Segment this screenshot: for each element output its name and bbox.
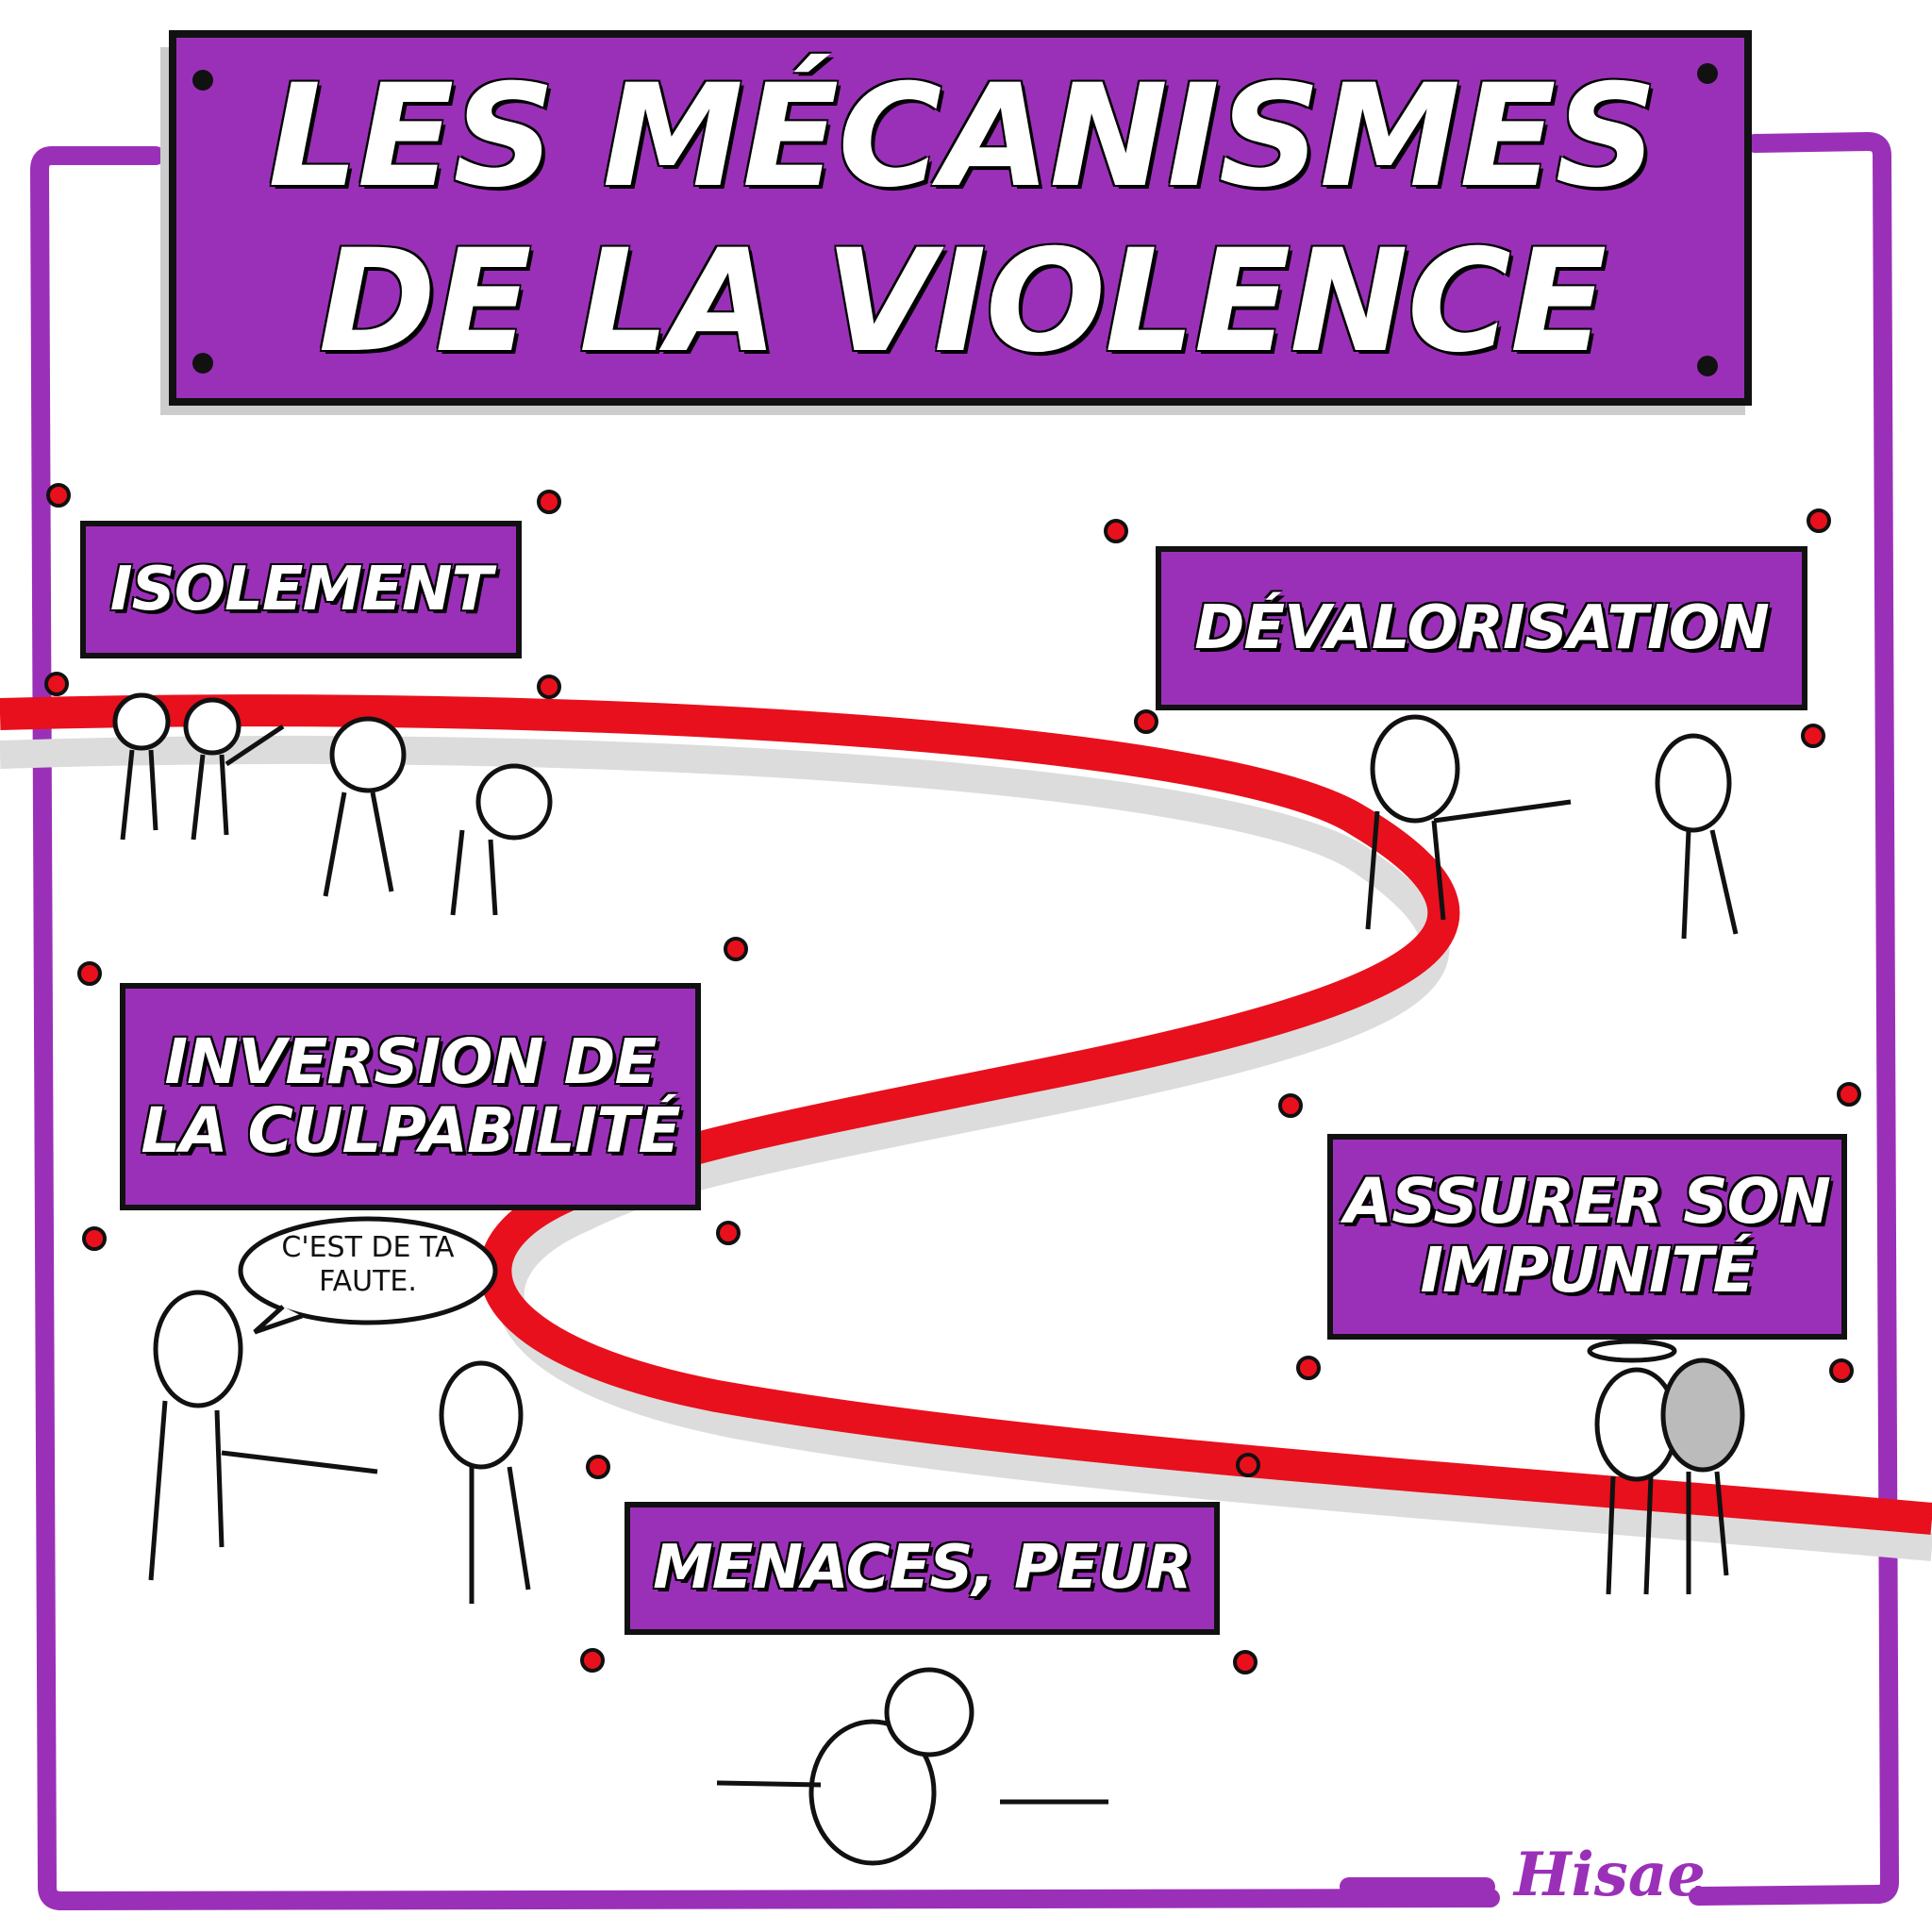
figure-aggressor-1 <box>323 716 407 897</box>
stage-banners <box>80 521 1847 1635</box>
figure-victim-1 <box>450 763 553 916</box>
stage-inversion-culpabilite: INVERSION DE LA CULPABILITÉ <box>141 1024 680 1167</box>
banner-menaces <box>625 1502 1220 1635</box>
title-line-1: LES MÉCANISMES <box>268 54 1657 219</box>
figure-devil <box>1660 1357 1745 1594</box>
title-banner-rivets <box>192 63 1718 376</box>
figure-victim-2 <box>1655 733 1739 940</box>
figure-victim-3 <box>439 1360 531 1604</box>
stage-devalorisation: DÉVALORISATION <box>1194 592 1770 663</box>
purple-frame <box>29 131 1900 1911</box>
road-shadow <box>0 735 1932 1561</box>
road <box>0 694 1932 1535</box>
figure-fearful <box>716 1667 1108 1866</box>
stage-assurer-impunite: ASSURER SON IMPUNITÉ <box>1344 1165 1831 1307</box>
speech-bubble-text: C'EST DE TA FAUTE. <box>281 1231 455 1298</box>
speech-bubble-tail <box>253 1305 303 1335</box>
title-line-2: DE LA VIOLENCE <box>318 219 1607 384</box>
stage-menaces-peur: MENACES, PEUR <box>653 1533 1192 1604</box>
stick-figures <box>112 692 1745 1866</box>
title-banner <box>169 30 1752 406</box>
banner-isolement <box>80 521 522 658</box>
figure-angel <box>1587 1339 1679 1595</box>
speech-bubble-shape <box>238 1216 498 1325</box>
banner-pins <box>44 483 1861 1674</box>
stage-isolement: ISOLEMENT <box>109 554 492 625</box>
artist-signature: Hisae <box>1514 1840 1706 1910</box>
banner-inversion <box>120 983 701 1210</box>
banner-impunite <box>1327 1134 1847 1340</box>
halo-icon <box>1587 1339 1677 1363</box>
figure-aggressor-2 <box>1365 714 1572 930</box>
banner-devalorisation <box>1156 546 1807 710</box>
figure-aggressor-3 <box>148 1290 378 1581</box>
figure-isolated-2 <box>183 697 285 841</box>
figure-isolated-1 <box>112 692 171 841</box>
